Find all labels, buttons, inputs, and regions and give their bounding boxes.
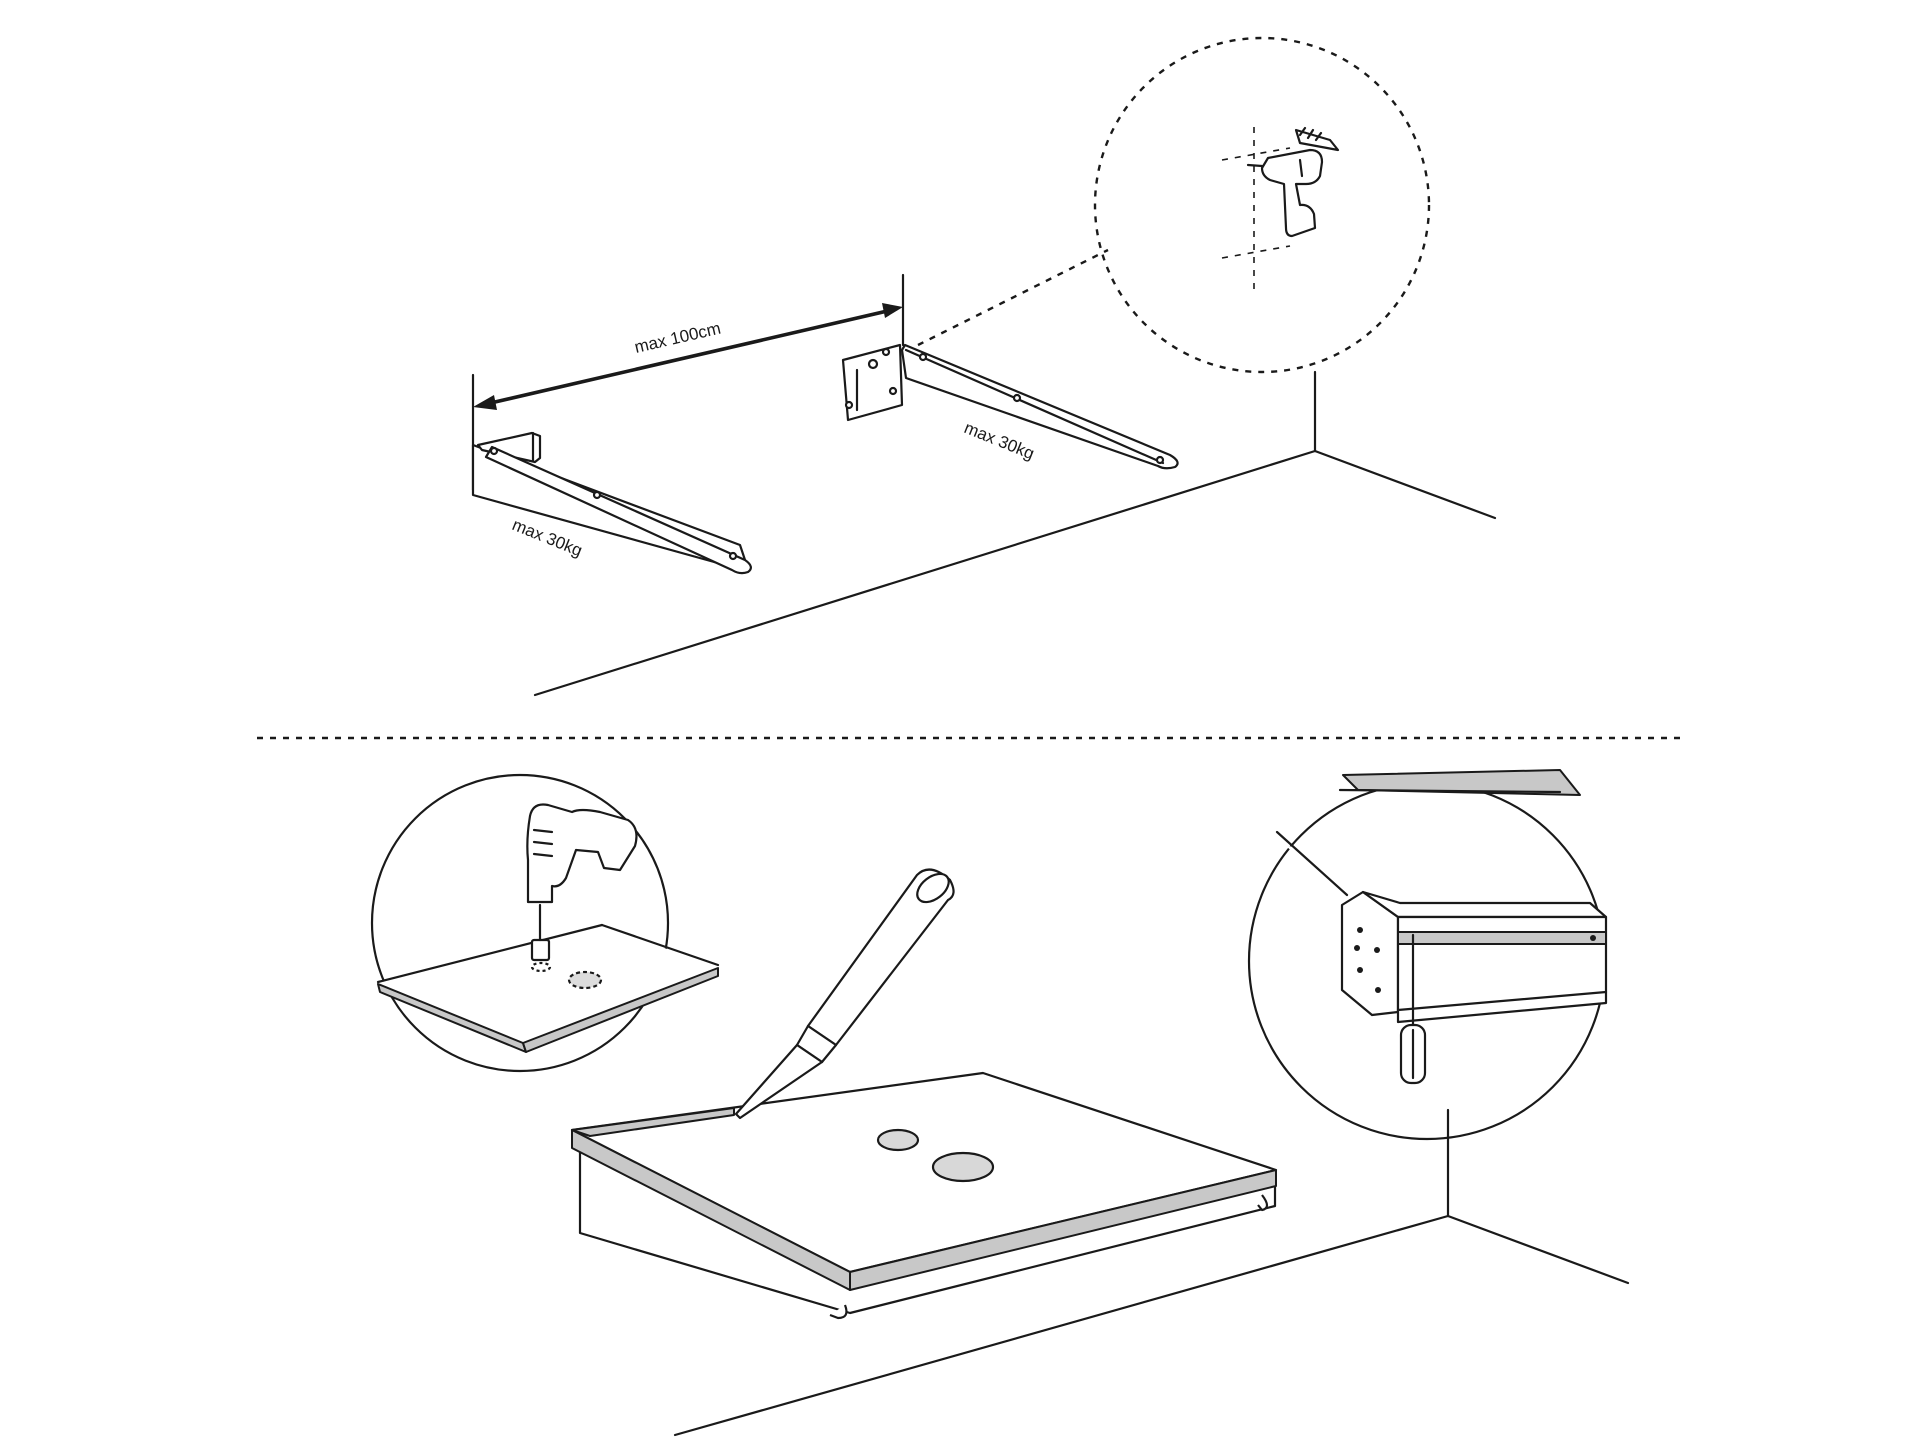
right-bracket — [841, 343, 1179, 470]
drill-icon — [1246, 148, 1324, 238]
bottom-scene — [370, 769, 1630, 1437]
bracket-screw-detail — [1247, 769, 1608, 1141]
load-label-right: max 30kg — [962, 418, 1037, 463]
silicone-cartridge-icon — [734, 868, 955, 1120]
wall-floor-lines — [533, 370, 1497, 697]
screwdriver-icon — [1399, 933, 1427, 1085]
left-bracket — [471, 431, 752, 575]
dimension-arrow — [471, 273, 905, 492]
floor-lines — [673, 1108, 1630, 1437]
detail-leader-line — [917, 248, 1109, 347]
countertop-drilling-detail — [370, 773, 726, 1073]
top-scene: max 100cm max 30kg max 30kg — [471, 36, 1497, 697]
drill-icon — [526, 803, 638, 904]
wall-plug-icon — [1294, 126, 1340, 152]
countertop — [570, 1071, 1278, 1320]
drill-bit-icon — [530, 903, 551, 962]
wall-drilling-detail — [1093, 36, 1431, 374]
